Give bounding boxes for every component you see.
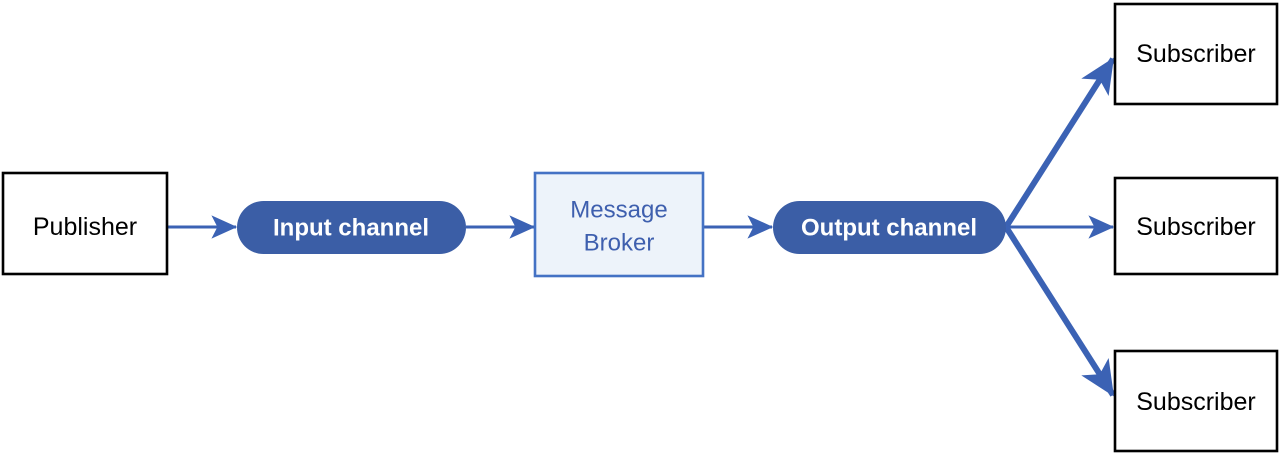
subscriber-top-box[interactable] (1113, 2, 1279, 106)
node-subscriber-top[interactable]: Subscriber (1113, 2, 1279, 106)
input-channel-label: Input channel (273, 215, 429, 242)
publisher-label: Publisher (33, 213, 137, 241)
subscriber-bottom-box[interactable] (1113, 349, 1279, 453)
node-publisher[interactable]: Publisher (1, 171, 169, 276)
subscriber-top-label: Subscriber (1136, 40, 1256, 68)
input-channel-pill[interactable] (237, 201, 466, 254)
subscriber-middle-box[interactable] (1113, 176, 1279, 276)
message-broker-label-line1: Message (570, 197, 667, 224)
message-broker-label-line2: Broker (584, 230, 655, 257)
node-message-broker[interactable]: Message Broker (533, 171, 705, 278)
edge-layer (168, 57, 1116, 397)
edge-output-channel-to-subscriber-bottom (1003, 225, 1116, 397)
node-subscriber-bottom[interactable]: Subscriber (1113, 349, 1279, 453)
node-output-channel[interactable]: Output channel (773, 201, 1006, 254)
publisher-box[interactable] (1, 171, 169, 276)
output-channel-pill[interactable] (773, 201, 1006, 254)
node-input-channel[interactable]: Input channel (237, 201, 466, 254)
subscriber-middle-label: Subscriber (1136, 213, 1256, 241)
subscriber-bottom-label: Subscriber (1136, 388, 1256, 416)
node-subscriber-middle[interactable]: Subscriber (1113, 176, 1279, 276)
message-broker-box[interactable] (533, 171, 705, 278)
output-channel-label: Output channel (801, 215, 977, 242)
edge-output-channel-to-subscriber-top (1003, 57, 1116, 229)
